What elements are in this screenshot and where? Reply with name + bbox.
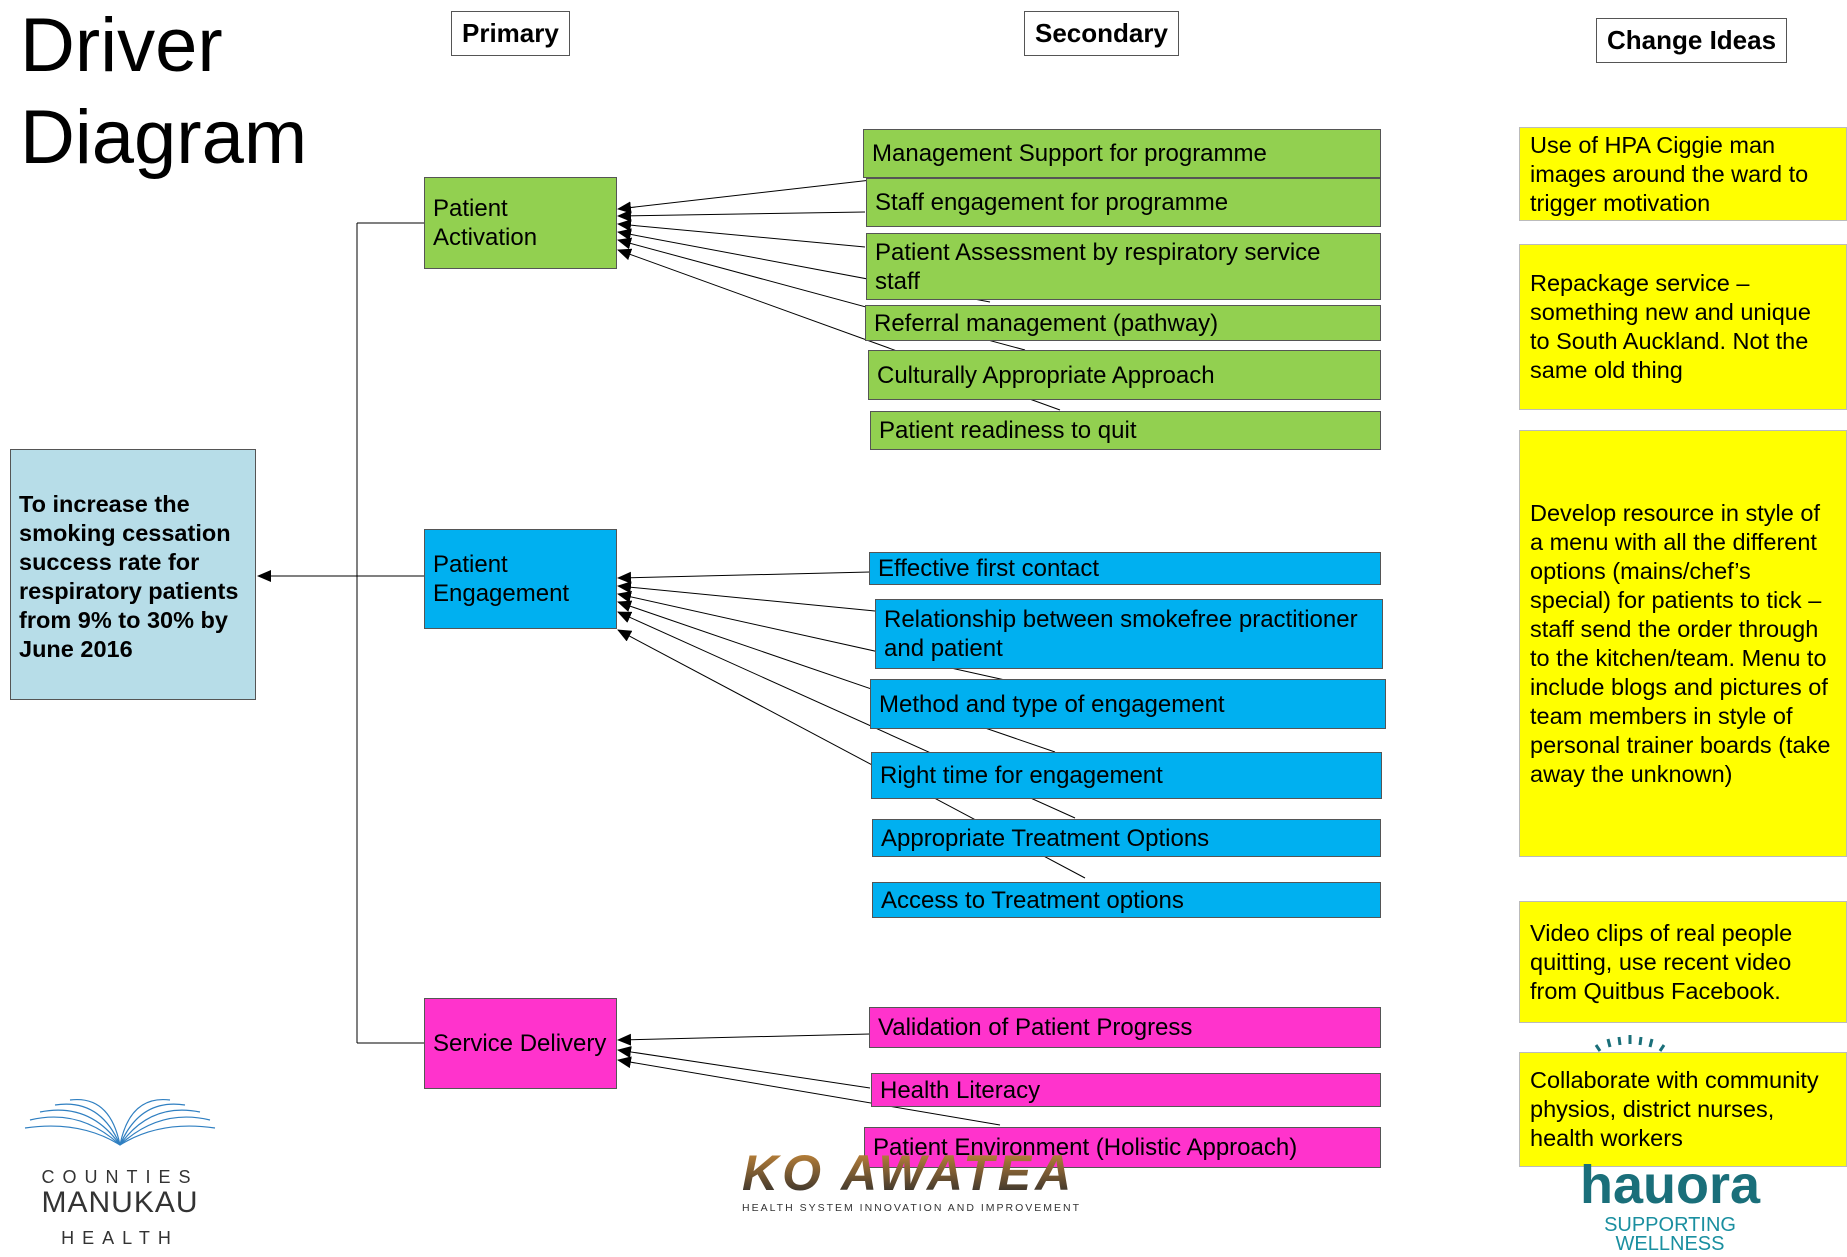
change-idea: Collaborate with community physios, dist… <box>1519 1052 1847 1167</box>
logo-line-2: MANUKAU <box>41 1186 199 1219</box>
primary-driver-patient-engagement: Patient Engagement <box>424 529 617 629</box>
counties-manukau-logo: COUNTIES MANUKAU HEALTH <box>20 1090 220 1248</box>
secondary-driver: Appropriate Treatment Options <box>872 819 1381 857</box>
secondary-driver: Health Literacy <box>871 1073 1381 1107</box>
secondary-driver: Effective first contact <box>869 552 1381 585</box>
ko-awatea-logo: KO AWATEA HEALTH SYSTEM INNOVATION AND I… <box>742 1148 1092 1228</box>
secondary-driver: Relationship between smokefree practitio… <box>875 599 1383 669</box>
secondary-driver: Patient Environment (Holistic Approach) <box>864 1127 1381 1168</box>
hauora-tagline-1: SUPPORTING <box>1604 1214 1736 1236</box>
primary-driver-service-delivery: Service Delivery <box>424 998 617 1089</box>
logo-line-1: COUNTIES <box>41 1167 199 1187</box>
secondary-driver: Culturally Appropriate Approach <box>868 350 1381 400</box>
hauora-mark-icon <box>1594 1035 1666 1052</box>
change-idea: Develop resource in style of a menu with… <box>1519 430 1847 857</box>
secondary-driver: Right time for engagement <box>871 752 1382 799</box>
ko-awatea-wordmark: KO AWATEA <box>742 1148 1092 1198</box>
page-title: Driver Diagram <box>20 3 308 180</box>
secondary-driver: Patient readiness to quit <box>870 411 1381 450</box>
primary-header: Primary <box>451 11 570 56</box>
hauora-logo: hauora SUPPORTING WELLNESS <box>1540 1027 1790 1257</box>
secondary-header: Secondary <box>1024 11 1179 56</box>
change-idea: Video clips of real people quitting, use… <box>1519 901 1847 1023</box>
secondary-driver: Referral management (pathway) <box>865 305 1381 341</box>
hauora-wordmark: hauora <box>1579 1155 1761 1215</box>
change-idea: Use of HPA Ciggie man images around the … <box>1519 127 1847 221</box>
secondary-driver: Method and type of engagement <box>870 679 1386 729</box>
aim-statement: To increase the smoking cessation succes… <box>10 449 256 700</box>
secondary-driver: Staff engagement for programme <box>866 178 1381 227</box>
secondary-driver: Validation of Patient Progress <box>869 1007 1381 1048</box>
secondary-driver: Management Support for programme <box>863 129 1381 178</box>
ko-awatea-tagline: HEALTH SYSTEM INNOVATION AND IMPROVEMENT <box>742 1202 1082 1214</box>
secondary-driver: Patient Assessment by respiratory servic… <box>866 233 1381 300</box>
hauora-tagline-2: WELLNESS <box>1615 1233 1725 1255</box>
logo-line-3: HEALTH <box>61 1228 179 1248</box>
change-ideas-header: Change Ideas <box>1596 18 1788 63</box>
primary-driver-patient-activation: Patient Activation <box>424 177 617 269</box>
change-idea: Repackage service – something new and un… <box>1519 244 1847 410</box>
secondary-driver: Access to Treatment options <box>872 882 1381 918</box>
wave-mark-icon <box>24 1098 216 1146</box>
